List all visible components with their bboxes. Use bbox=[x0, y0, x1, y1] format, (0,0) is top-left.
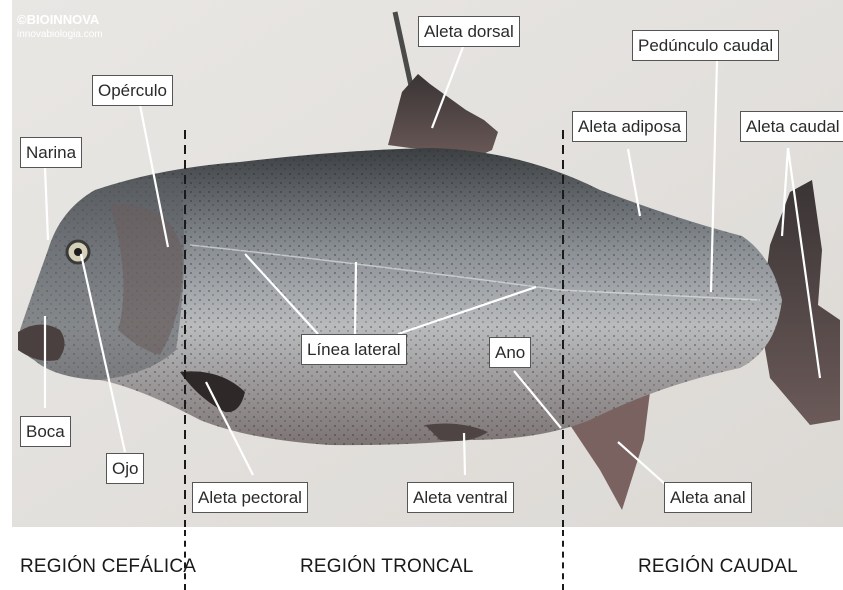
region-divider-2 bbox=[562, 530, 564, 590]
region-troncal: REGIÓN TRONCAL bbox=[300, 556, 473, 578]
region-cefalica: REGIÓN CEFÁLICA bbox=[20, 556, 196, 578]
label-aleta-adiposa: Aleta adiposa bbox=[572, 111, 687, 142]
label-ojo: Ojo bbox=[106, 453, 144, 484]
label-narina: Narina bbox=[20, 137, 82, 168]
label-boca: Boca bbox=[20, 416, 71, 447]
label-pedunculo-caudal: Pedúnculo caudal bbox=[632, 30, 779, 61]
label-aleta-pectoral: Aleta pectoral bbox=[192, 482, 308, 513]
credit-site: innovabiologia.com bbox=[17, 29, 103, 40]
label-aleta-anal: Aleta anal bbox=[664, 482, 752, 513]
label-aleta-ventral: Aleta ventral bbox=[407, 482, 514, 513]
label-ano: Ano bbox=[489, 337, 531, 368]
label-aleta-dorsal: Aleta dorsal bbox=[418, 16, 520, 47]
region-caudal: REGIÓN CAUDAL bbox=[638, 556, 798, 578]
label-aleta-caudal: Aleta caudal bbox=[740, 111, 843, 142]
credit-brand: ©BIOINNOVA bbox=[17, 12, 99, 27]
label-operculo: Opérculo bbox=[92, 75, 173, 106]
label-linea-lateral: Línea lateral bbox=[301, 334, 407, 365]
